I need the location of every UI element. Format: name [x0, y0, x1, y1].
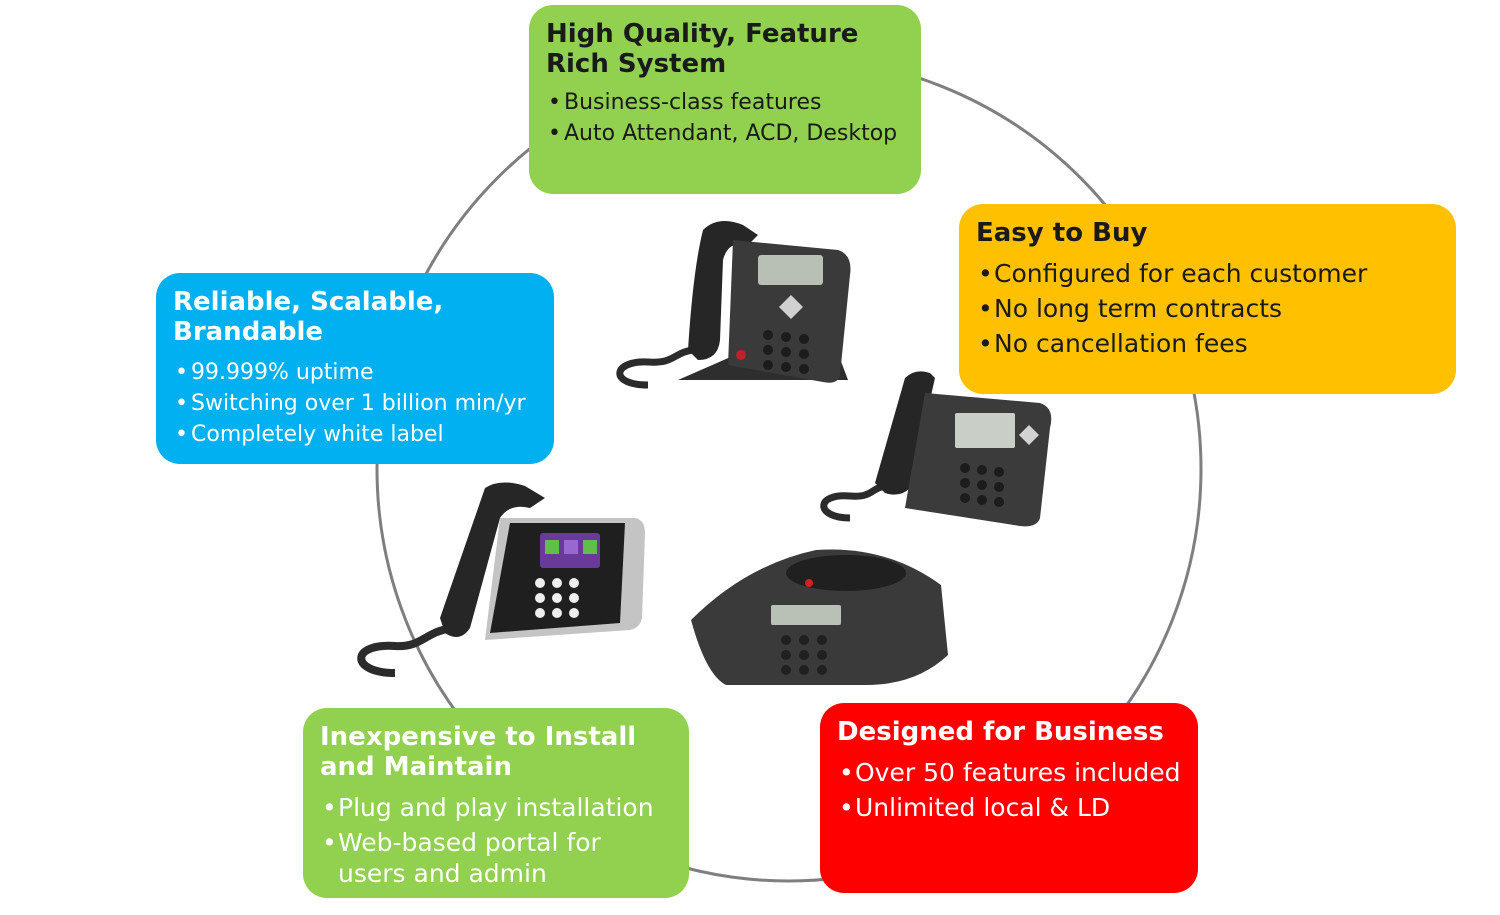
ip-phone-icon [820, 371, 1052, 527]
feature-bullet: Business-class features [546, 87, 905, 118]
feature-bullet: Switching over 1 billion min/yr [173, 388, 538, 419]
feature-title: Designed for Business [837, 717, 1164, 747]
conference-phone-icon [691, 549, 948, 685]
feature-bullet: Auto Attendant, ACD, Desktop [546, 118, 905, 149]
feature-list: Business-class features Auto Attendant, … [546, 87, 905, 149]
feature-list: Plug and play installation Web-based por… [320, 792, 673, 889]
feature-bullet: Completely white label [173, 419, 538, 450]
feature-title: Inexpensive to Install and Maintain [320, 722, 637, 782]
feature-title: Easy to Buy [976, 218, 1148, 248]
feature-list: Over 50 features included Unlimited loca… [837, 757, 1182, 823]
video-phone-icon [357, 482, 645, 677]
feature-bullet: Web-based portal for users and admin [320, 827, 673, 889]
feature-bullet: No cancellation fees [976, 326, 1440, 361]
feature-title: High Quality, Feature Rich System [546, 19, 859, 79]
feature-bullet: Configured for each customer [976, 256, 1440, 291]
feature-list: 99.999% uptime Switching over 1 billion … [173, 357, 538, 450]
feature-bullet: Unlimited local & LD [837, 792, 1182, 823]
feature-box-quality: High Quality, Feature Rich System Busine… [529, 5, 921, 194]
feature-list: Configured for each customer No long ter… [976, 256, 1440, 361]
feature-bullet: Plug and play installation [320, 792, 673, 823]
feature-box-reliable: Reliable, Scalable, Brandable 99.999% up… [156, 273, 554, 464]
feature-bullet: Over 50 features included [837, 757, 1182, 788]
feature-box-inexpensive: Inexpensive to Install and Maintain Plug… [303, 708, 689, 898]
desk-phone-icon [616, 221, 851, 389]
feature-bullet: 99.999% uptime [173, 357, 538, 388]
feature-box-easy-to-buy: Easy to Buy Configured for each customer… [959, 204, 1456, 394]
feature-bullet: No long term contracts [976, 291, 1440, 326]
feature-title: Reliable, Scalable, Brandable [173, 287, 444, 347]
feature-box-designed-for-business: Designed for Business Over 50 features i… [820, 703, 1198, 893]
